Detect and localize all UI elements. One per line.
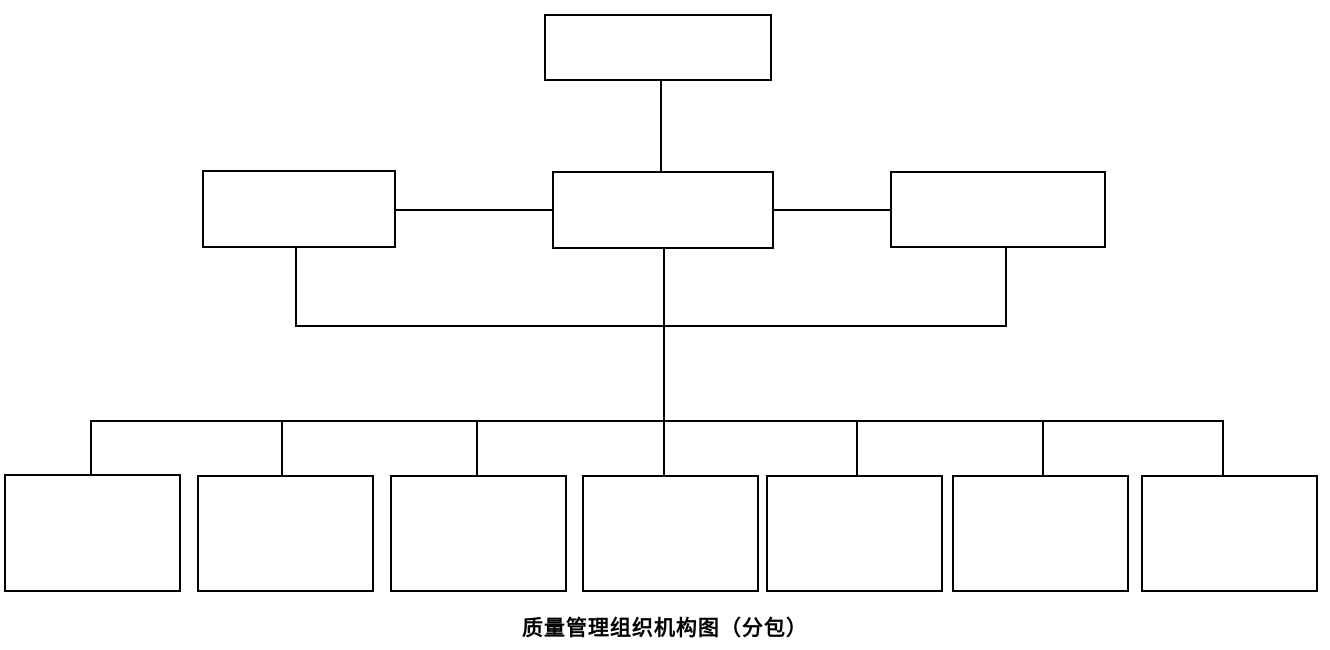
connector-c-l2-right-drop bbox=[1005, 247, 1007, 326]
node-box-l3-n6[interactable] bbox=[952, 475, 1129, 592]
connector-c-l2-bridge bbox=[295, 325, 1007, 327]
chart-caption: 质量管理组织机构图（分包） bbox=[522, 616, 808, 640]
connector-c-drop-5 bbox=[856, 420, 858, 476]
connector-c-bus bbox=[90, 420, 1224, 422]
node-box-l3-n7[interactable] bbox=[1141, 475, 1318, 592]
node-box-l1-n1[interactable] bbox=[544, 14, 772, 81]
connector-c-drop-4 bbox=[663, 420, 665, 476]
node-box-l3-n4[interactable] bbox=[582, 475, 759, 592]
connector-c-center-spine bbox=[663, 248, 665, 422]
connector-c-drop-6 bbox=[1042, 420, 1044, 476]
node-box-l3-n2[interactable] bbox=[197, 475, 374, 592]
node-box-l3-n3[interactable] bbox=[390, 475, 567, 592]
connector-c-l2-left-drop bbox=[295, 247, 297, 326]
node-box-l2-n1[interactable] bbox=[202, 170, 396, 248]
connector-c-drop-1 bbox=[90, 420, 92, 475]
connector-c-drop-2 bbox=[281, 420, 283, 476]
node-box-l2-n2[interactable] bbox=[552, 171, 774, 249]
node-box-l3-n1[interactable] bbox=[4, 474, 181, 592]
node-box-l2-n3[interactable] bbox=[890, 171, 1106, 248]
connector-c-drop-7 bbox=[1222, 420, 1224, 476]
connector-c-top-spine bbox=[660, 80, 662, 171]
node-box-l3-n5[interactable] bbox=[766, 475, 943, 592]
connector-c-l2-right-link bbox=[774, 209, 891, 211]
connector-c-drop-3 bbox=[476, 420, 478, 476]
connector-c-l2-left-link bbox=[396, 209, 553, 211]
